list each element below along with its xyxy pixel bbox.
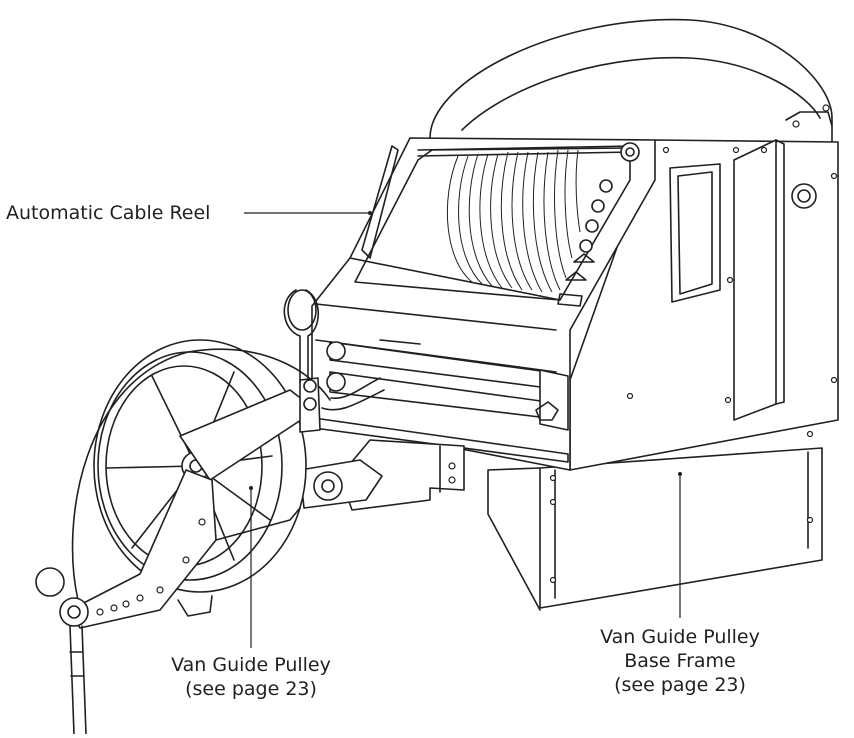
van-guide-pulley-leader-dot xyxy=(249,486,253,490)
callout-line: (see page 23) xyxy=(185,678,317,700)
base-frame-leader-dot xyxy=(678,472,682,476)
mounting-arm xyxy=(299,439,465,511)
callout-automatic-cable-reel: Automatic Cable Reel xyxy=(6,201,210,225)
callout-line: Automatic Cable Reel xyxy=(6,202,211,224)
callout-line: Base Frame xyxy=(624,650,736,672)
cable-reel-leader-dot xyxy=(368,211,372,215)
cable-drum-windings xyxy=(446,149,581,293)
cable-tail xyxy=(69,377,385,735)
callout-line: Van Guide Pulley xyxy=(171,654,331,676)
level-wind-rollers xyxy=(313,339,569,463)
pulley-arm xyxy=(35,289,321,629)
callout-line: (see page 23) xyxy=(614,674,746,696)
callout-van-guide-pulley: Van Guide Pulley (see page 23) xyxy=(150,653,352,701)
callout-base-frame: Van Guide Pulley Base Frame (see page 23… xyxy=(580,625,780,697)
callout-line: Van Guide Pulley xyxy=(600,626,760,648)
reel-housing xyxy=(311,137,839,471)
guide-pulley xyxy=(71,339,331,601)
drum-cover xyxy=(429,18,833,151)
base-frame xyxy=(487,430,823,611)
